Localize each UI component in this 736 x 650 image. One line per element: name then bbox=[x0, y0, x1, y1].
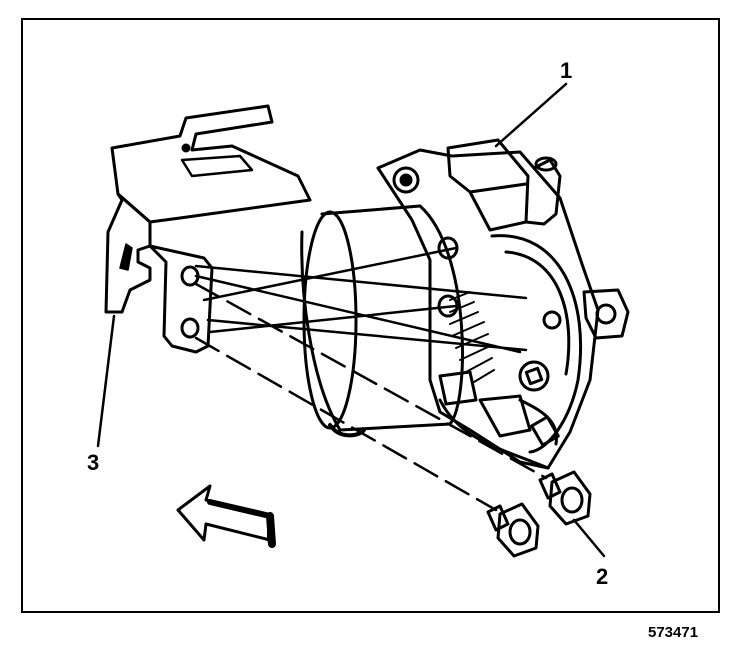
throttle-body bbox=[300, 138, 630, 470]
callout-2: 2 bbox=[596, 564, 609, 589]
figure-number: 573471 bbox=[648, 624, 699, 641]
bolt-upper bbox=[538, 470, 592, 526]
diagram-frame bbox=[21, 18, 720, 613]
arrow-icon bbox=[176, 484, 276, 548]
callout-3: 3 bbox=[87, 450, 100, 475]
leader-lines bbox=[96, 82, 606, 558]
alignment-lines bbox=[194, 246, 548, 512]
bolt-lower bbox=[486, 502, 540, 558]
callout-1: 1 bbox=[560, 58, 573, 83]
bracket bbox=[104, 104, 312, 354]
